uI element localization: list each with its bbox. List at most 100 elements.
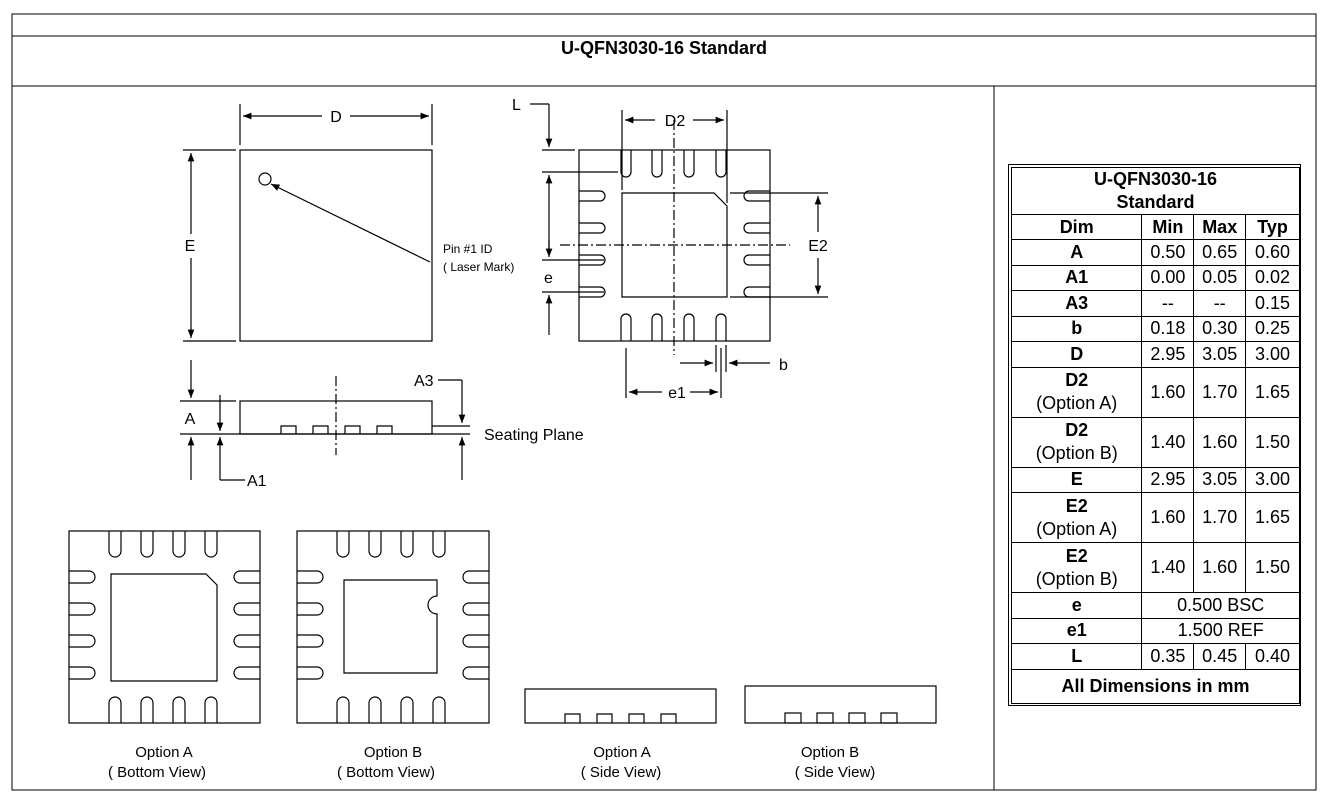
dim-name: D2 (1065, 420, 1089, 440)
dim-typ: 1.65 (1245, 492, 1300, 543)
frame-lines (11, 13, 1317, 791)
table-footer: All Dimensions in mm (1011, 668, 1300, 704)
dim-max: 1.60 (1193, 542, 1247, 593)
dim-cell: E2(Option A) (1010, 492, 1143, 543)
dim-min: 0.50 (1141, 239, 1195, 266)
dim-typ: 0.02 (1245, 264, 1300, 291)
pin1-label: Pin #1 ID (443, 242, 493, 256)
option-b-side-view-caption: ( Side View) (795, 764, 876, 781)
dim-name: A1 (1065, 267, 1089, 288)
table-title-line1: U-QFN3030-16 (1093, 169, 1218, 189)
option-b-side-caption: Option B (801, 744, 859, 761)
table-title: U-QFN3030-16 Standard (1011, 167, 1300, 215)
table-title-line2: Standard (1116, 192, 1195, 212)
dim-cell: A (1010, 239, 1143, 266)
dim-A-label: A (185, 411, 196, 428)
dim-cell: e1 (1010, 617, 1143, 644)
dim-A1-label: A1 (247, 473, 267, 490)
table-row: A3----0.15 (1010, 290, 1300, 317)
dim-b-label: b (779, 357, 788, 374)
dim-typ: 3.00 (1245, 466, 1300, 493)
dim-cell: e (1010, 592, 1143, 619)
dim-max: 1.70 (1193, 492, 1247, 543)
header-min: Min (1141, 214, 1195, 240)
header-max: Max (1193, 214, 1247, 240)
option-b-bottom-view (296, 530, 490, 724)
dim-typ: 0.15 (1245, 290, 1300, 317)
dim-name: A3 (1065, 292, 1089, 313)
dim-typ: 0.40 (1245, 643, 1300, 670)
seating-plane-label: Seating Plane (484, 427, 584, 444)
dim-min: 2.95 (1141, 341, 1195, 368)
dim-min: 2.95 (1141, 466, 1195, 493)
option-b-bottom-view-caption: ( Bottom View) (337, 764, 435, 781)
dim-value: 1.500 REF (1141, 617, 1300, 644)
dim-typ: 3.00 (1245, 341, 1300, 368)
dim-min: -- (1141, 290, 1195, 317)
dim-option: (Option B) (1035, 568, 1118, 589)
dim-D-label: D (330, 109, 342, 126)
dim-option: (Option A) (1036, 518, 1118, 539)
dim-min: 1.60 (1141, 366, 1195, 418)
dim-name: e (1071, 594, 1082, 615)
dim-option: (Option A) (1036, 393, 1118, 413)
dim-name: e1 (1066, 620, 1087, 641)
dim-max: 0.45 (1193, 643, 1247, 670)
dim-max: 0.05 (1193, 264, 1247, 291)
dim-min: 0.18 (1141, 315, 1195, 342)
dim-typ: 0.25 (1245, 315, 1300, 342)
dim-name: E (1070, 469, 1083, 490)
option-b-bottom-caption: Option B (364, 744, 422, 761)
header-typ: Typ (1245, 214, 1300, 240)
dim-e1-label: e1 (668, 385, 686, 402)
option-a-bottom-caption: Option A (135, 744, 193, 761)
dim-e-label: e (544, 270, 553, 287)
table-row: e1 1.500 REF (1010, 617, 1300, 644)
header-dim: Dim (1010, 214, 1143, 240)
dim-cell: L (1010, 643, 1143, 670)
dim-name: L (1071, 645, 1083, 666)
dim-cell: A3 (1010, 290, 1143, 317)
dim-max: 3.05 (1193, 341, 1247, 368)
page-title: U-QFN3030-16 Standard (560, 38, 768, 58)
bottom-view (530, 103, 828, 398)
dim-max: 0.65 (1193, 239, 1247, 266)
side-view (180, 360, 470, 481)
option-a-side-caption: Option A (593, 744, 651, 761)
table-footer-row: All Dimensions in mm (1011, 668, 1300, 704)
dimensions-table: U-QFN3030-16 Standard Dim Min Max Typ A 0… (1010, 167, 1300, 704)
option-a-side-view (524, 688, 717, 724)
top-view (183, 104, 433, 342)
option-a-side-view-caption: ( Side View) (581, 764, 662, 781)
dim-L-label: L (512, 97, 521, 114)
dim-name: A (1070, 241, 1084, 262)
dim-min: 0.00 (1141, 264, 1195, 291)
dim-typ: 0.60 (1245, 239, 1300, 266)
dim-A3-label: A3 (414, 373, 434, 390)
option-b-side-view (744, 685, 937, 724)
dim-max: 1.60 (1193, 416, 1247, 468)
dim-min: 1.40 (1141, 542, 1195, 593)
option-a-bottom-view (68, 530, 261, 724)
dim-cell: E (1010, 466, 1143, 493)
dim-E-label: E (185, 238, 196, 255)
dim-D2-label: D2 (665, 113, 686, 130)
dim-name: E2 (1065, 495, 1088, 516)
dim-E2-label: E2 (808, 238, 828, 255)
dim-cell: D2 (Option B) (1010, 416, 1143, 468)
dim-max: -- (1193, 290, 1247, 317)
dim-typ: 1.65 (1245, 366, 1300, 418)
dim-option: (Option B) (1035, 443, 1118, 463)
dim-min: 1.40 (1141, 416, 1195, 468)
pin1-sublabel: ( Laser Mark) (443, 260, 514, 274)
